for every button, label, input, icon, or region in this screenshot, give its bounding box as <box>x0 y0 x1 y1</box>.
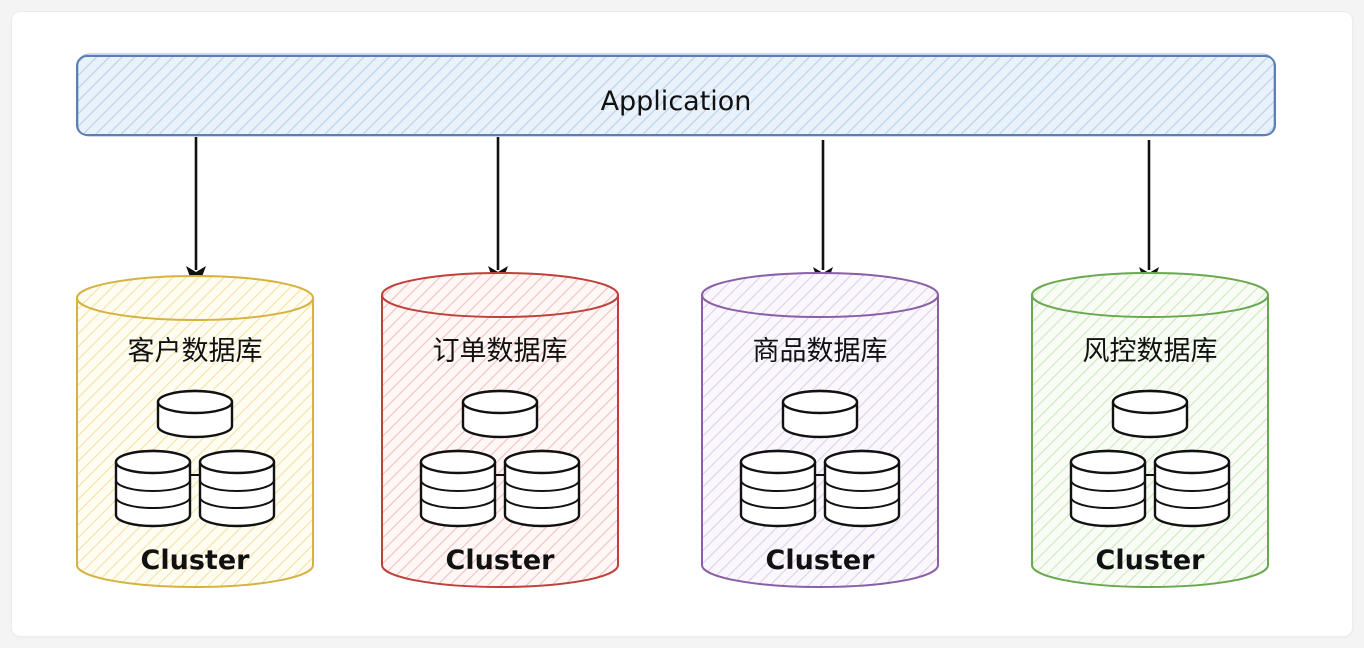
cluster-label: Cluster <box>141 545 251 576</box>
database-title: 订单数据库 <box>433 336 568 367</box>
cluster-icon <box>419 389 581 528</box>
database-order: 订单数据库 Cluster <box>381 272 619 588</box>
database-customer: 客户数据库 Cluster <box>76 275 314 588</box>
cluster-icon <box>1069 389 1231 528</box>
cluster-label: Cluster <box>766 545 876 576</box>
database-product: 商品数据库 Cluster <box>701 272 939 588</box>
cluster-label: Cluster <box>446 545 556 576</box>
cluster-label: Cluster <box>1096 545 1206 576</box>
database-title: 风控数据库 <box>1083 336 1218 367</box>
database-risk-control: 风控数据库 Cluster <box>1031 272 1269 588</box>
cluster-icon <box>739 389 901 528</box>
database-title: 商品数据库 <box>753 336 888 367</box>
application-box: Application <box>76 53 1276 137</box>
arrows <box>186 137 1159 295</box>
database-title: 客户数据库 <box>128 336 263 367</box>
cluster-icon <box>114 389 276 528</box>
application-label: Application <box>601 86 752 117</box>
